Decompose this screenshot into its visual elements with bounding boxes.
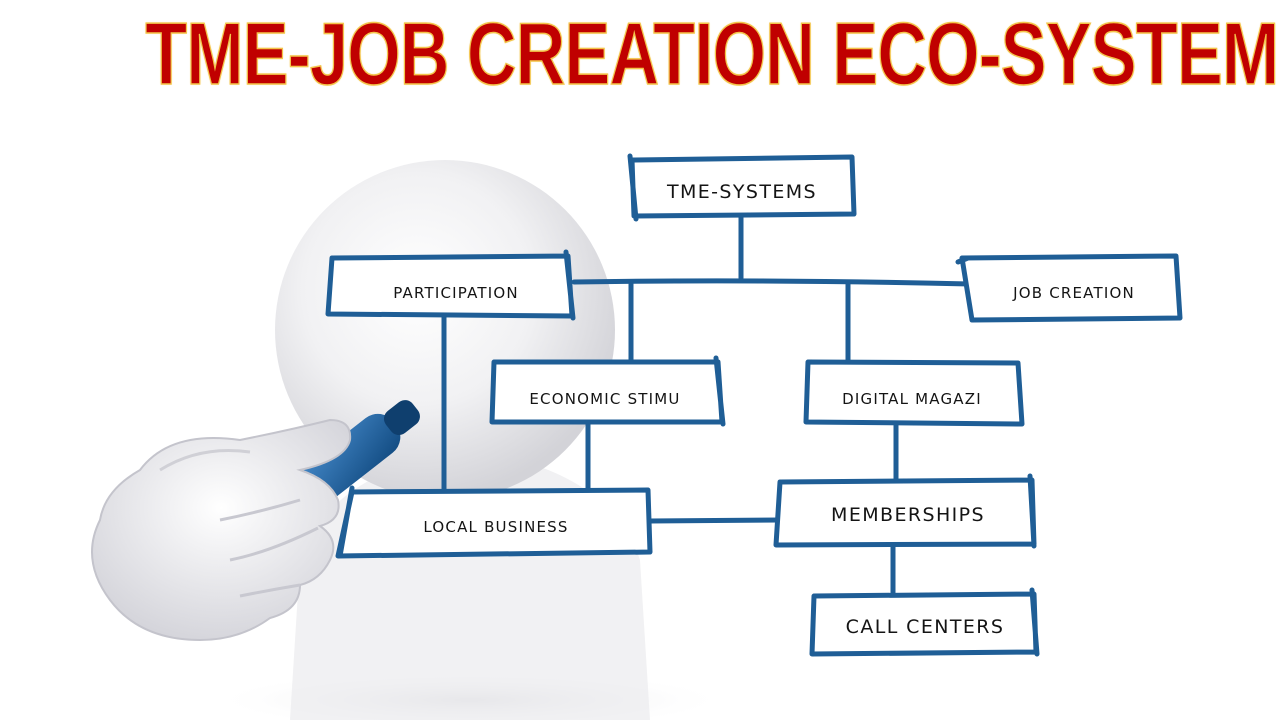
hand-holding-marker-icon	[91, 400, 420, 642]
page-title: TME-JOB CREATION ECO-SYSTEM	[145, 4, 1280, 103]
node-economic-stimu: ECONOMIC STIMU	[529, 390, 680, 408]
node-call-centers: CALL CENTERS	[846, 616, 1005, 638]
node-local-business: LOCAL BUSINESS	[423, 518, 568, 536]
connectors	[441, 213, 973, 597]
box-call-centers	[809, 587, 1040, 657]
node-job-creation: JOB CREATION	[1012, 284, 1135, 302]
box-job-creation	[955, 253, 1183, 323]
box-memberships	[773, 473, 1037, 549]
connector-local-to-memberships	[647, 517, 783, 524]
connector-horizontal-bus	[571, 278, 973, 287]
box-economic-stimu	[489, 355, 726, 427]
node-tme-systems: TME-SYSTEMS	[666, 181, 817, 203]
node-memberships: MEMBERSHIPS	[831, 504, 985, 526]
node-participation: PARTICIPATION	[393, 284, 519, 302]
box-digital-magazi	[803, 359, 1025, 427]
boxes	[325, 153, 1183, 657]
node-labels: TME-SYSTEMS PARTICIPATION JOB CREATION E…	[393, 181, 1135, 638]
box-tme-systems	[627, 153, 857, 222]
box-local-business	[335, 485, 653, 559]
node-digital-magazi: DIGITAL MAGAZI	[842, 390, 982, 408]
box-participation	[325, 249, 576, 321]
